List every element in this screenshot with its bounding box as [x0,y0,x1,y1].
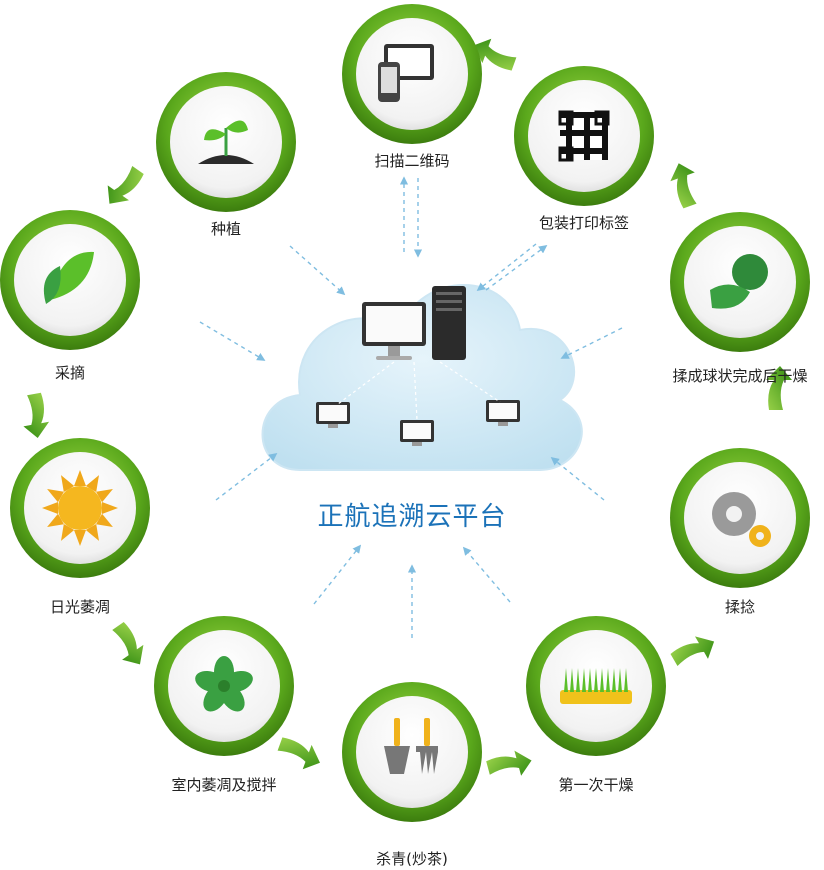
dashed-connectors [199,176,623,638]
platform-title: 正航追溯云平台 [317,502,507,532]
step-node-scan [342,4,482,144]
step-node-indoor-wither [154,616,294,756]
client-monitor-icon [486,400,520,426]
step-label-plant: 种植 [210,220,242,238]
step-node-first-dry [526,616,666,756]
step-node-plant [156,72,296,212]
flow-arrow [474,38,517,71]
flow-arrow [23,392,50,439]
step-label-first-dry: 第一次干燥 [558,776,634,794]
step-label-print-label: 包装打印标签 [538,214,630,232]
qr-code-icon [558,110,610,162]
tea-ball-icon [710,254,768,309]
step-label-sun-wither: 日光萎凋 [49,598,111,616]
network-links [337,361,501,421]
sun-icon [42,470,118,546]
computer-monitor-icon [362,302,426,360]
flow-arrow [107,165,144,204]
tea-leaf-icon [43,251,94,304]
step-label-indoor-wither: 室内萎凋及搅拌 [171,776,277,794]
step-label-knead: 揉捻 [724,598,756,616]
step-label-pick: 采摘 [54,364,86,382]
sprout-icon [198,120,254,164]
step-node-knead [670,448,810,588]
step-label-scan: 扫描二维码 [374,152,450,170]
step-node-roll-dry [670,212,810,352]
flow-arrow [670,636,715,667]
flow-arrow [486,750,532,776]
client-monitor-icon [400,420,434,446]
step-label-roll-dry: 揉成球状完成后干燥 [672,367,808,385]
flow-arrow [670,163,697,209]
grass-tray-icon [560,668,632,704]
client-monitor-icon [316,402,350,428]
flow-arrows [23,38,792,776]
step-node-sun-wither [10,438,150,578]
step-node-kill-green [342,682,482,822]
step-node-pick [0,210,140,350]
leaf-flower-icon [195,656,253,712]
node-face [356,696,468,808]
flow-arrow [112,621,144,665]
step-node-print-label [514,66,654,206]
devices-icon [378,44,434,102]
flow-arrow [766,366,792,410]
garden-tools-icon [384,718,438,774]
step-label-kill-green: 杀青(炒茶) [376,850,448,868]
process-nodes [0,4,810,822]
gears-icon [712,492,771,547]
flow-arrow [277,737,320,770]
server-icon [432,286,466,360]
